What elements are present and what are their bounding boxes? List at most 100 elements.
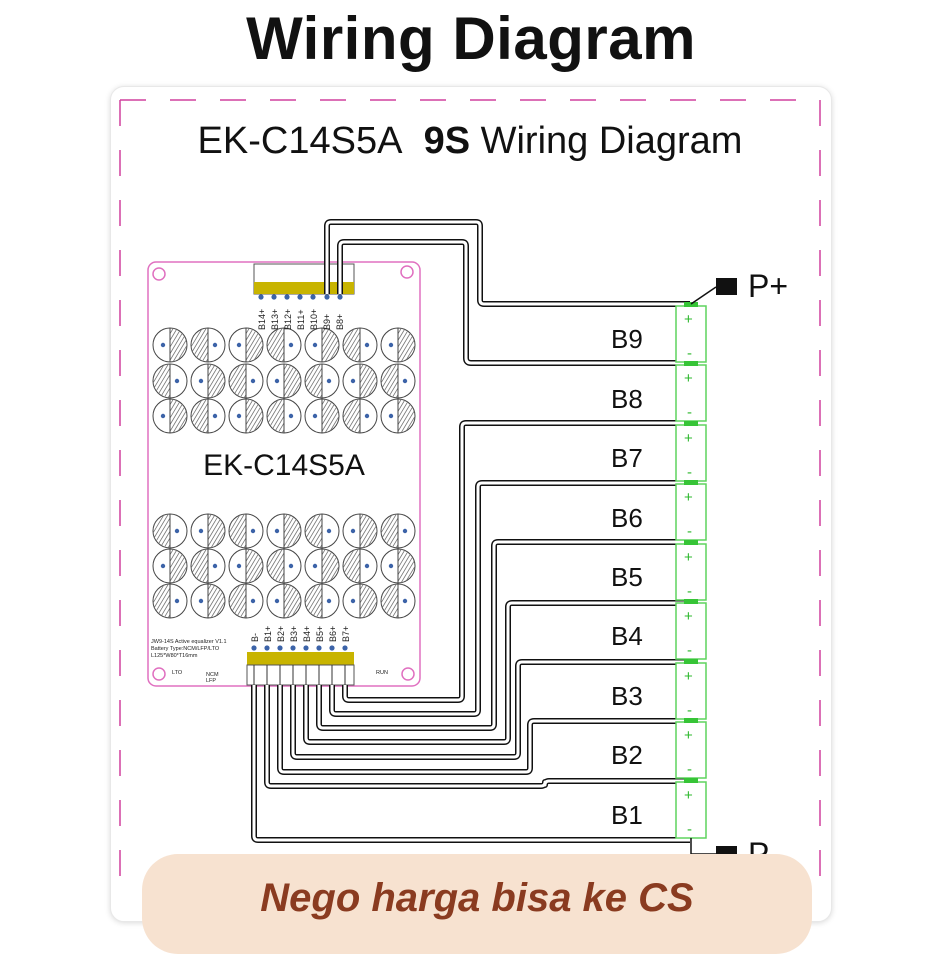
p-plus-label: P+: [748, 268, 789, 304]
page-title: Wiring Diagram: [246, 5, 696, 72]
diagram-title-model: EK-C14S5A: [197, 120, 403, 162]
cell-label-b9: B9: [611, 324, 643, 354]
cell-minus-sign: -: [687, 642, 692, 659]
cell-label-b5: B5: [611, 562, 643, 592]
wire: [251, 685, 690, 843]
board-info-line: JW9-14S Active equalizer V1.1: [151, 639, 227, 645]
top-pin-label: B10+: [309, 308, 319, 330]
cell-label-b7: B7: [611, 443, 643, 473]
bottom-pin-label: B-: [250, 633, 260, 642]
diagram-title-rest: Wiring Diagram: [480, 120, 743, 162]
promo-banner-text: Nego harga bisa ke CS: [260, 876, 694, 920]
promo-banner: [142, 854, 812, 954]
capacitor: [380, 327, 416, 363]
p-plus-terminal: [716, 278, 737, 295]
mounting-hole: [400, 265, 414, 279]
capacitor: [152, 513, 188, 549]
capacitor: [266, 398, 302, 434]
capacitor: [342, 548, 378, 584]
cell-minus-sign: -: [687, 523, 692, 540]
cell-minus-sign: -: [687, 821, 692, 838]
battery-cell: +-: [675, 540, 707, 601]
cell-minus-sign: -: [687, 404, 692, 421]
switch-label-ncm: NCM: [206, 672, 219, 678]
top-connector-pins: [258, 294, 343, 300]
bottom-pin-label: B2+: [276, 625, 286, 642]
capacitor: [304, 327, 340, 363]
capacitor: [190, 583, 226, 619]
cell-plus-sign: +: [684, 311, 693, 328]
cell-label-b8: B8: [611, 384, 643, 414]
battery-stack: +-+-+-+-+-+-+-+-+-: [675, 302, 707, 839]
top-pin-label: B12+: [283, 308, 293, 330]
top-pin-label: B9+: [322, 313, 332, 330]
cell-label-b4: B4: [611, 621, 643, 651]
cell-plus-sign: +: [684, 489, 693, 506]
capacitor: [304, 548, 340, 584]
capacitor: [190, 327, 226, 363]
battery-cell: +-: [675, 778, 707, 839]
board-label: EK-C14S5A: [203, 449, 365, 482]
battery-cell: +-: [675, 480, 707, 541]
bottom-connector-pins: [251, 645, 348, 651]
cell-plus-sign: +: [684, 668, 693, 685]
board-info-line: Battery Type:NCM/LFP/LTO: [151, 646, 220, 652]
capacitor: [228, 583, 264, 619]
bottom-pin-label: B5+: [315, 625, 325, 642]
cell-plus-sign: +: [684, 370, 693, 387]
wire: [303, 600, 690, 745]
bottom-pin-label: B1+: [263, 625, 273, 642]
capacitor: [266, 513, 302, 549]
bottom-pin-label: B7+: [341, 625, 351, 642]
wire: [337, 239, 690, 366]
capacitor: [266, 327, 302, 363]
capacitor: [380, 398, 416, 434]
capacitor: [380, 548, 416, 584]
capacitor: [266, 548, 302, 584]
bottom-pin-label: B4+: [302, 625, 312, 642]
top-pin-label: B13+: [270, 308, 280, 330]
wire: [329, 480, 690, 717]
cell-minus-sign: -: [687, 345, 692, 362]
cell-minus-sign: -: [687, 583, 692, 600]
p-plus-lead: [690, 286, 717, 305]
wire: [264, 685, 690, 789]
wire: [324, 219, 690, 307]
mounting-hole: [152, 667, 166, 681]
wire: [342, 420, 690, 703]
cell-label-b1: B1: [611, 800, 643, 830]
board-info-line: L125*W80*T16mm: [151, 653, 198, 659]
capacitor: [190, 363, 226, 399]
wire: [290, 659, 690, 760]
cell-plus-sign: +: [684, 787, 693, 804]
cell-minus-sign: -: [687, 464, 692, 481]
diagram-title-series: 9S: [423, 120, 471, 162]
mounting-hole: [152, 267, 166, 281]
cell-label-b6: B6: [611, 503, 643, 533]
cell-plus-sign: +: [684, 608, 693, 625]
cell-label-b3: B3: [611, 681, 643, 711]
cell-minus-sign: -: [687, 702, 692, 719]
wire: [316, 539, 690, 731]
mounting-hole: [401, 667, 415, 681]
capacitor: [190, 398, 226, 434]
battery-cell: +-: [675, 361, 707, 422]
battery-cell: +-: [675, 718, 707, 779]
capacitor: [266, 363, 302, 399]
bottom-connector-rails: [253, 665, 346, 685]
bottom-connector-housing: [246, 664, 355, 686]
cell-minus-sign: -: [687, 761, 692, 778]
top-pin-label: B8+: [335, 313, 345, 330]
bottom-pin-label: B6+: [328, 625, 338, 642]
cell-plus-sign: +: [684, 727, 693, 744]
battery-cell: +-: [675, 599, 707, 660]
bottom-pin-label: B3+: [289, 625, 299, 642]
dashed-frame: [119, 99, 821, 900]
capacitor-array: [152, 327, 416, 619]
bottom-connector-strip: [247, 652, 354, 665]
capacitor: [228, 513, 264, 549]
battery-cell: +-: [675, 302, 707, 363]
cell-label-b2: B2: [611, 740, 643, 770]
wiring-harness: [251, 219, 690, 843]
